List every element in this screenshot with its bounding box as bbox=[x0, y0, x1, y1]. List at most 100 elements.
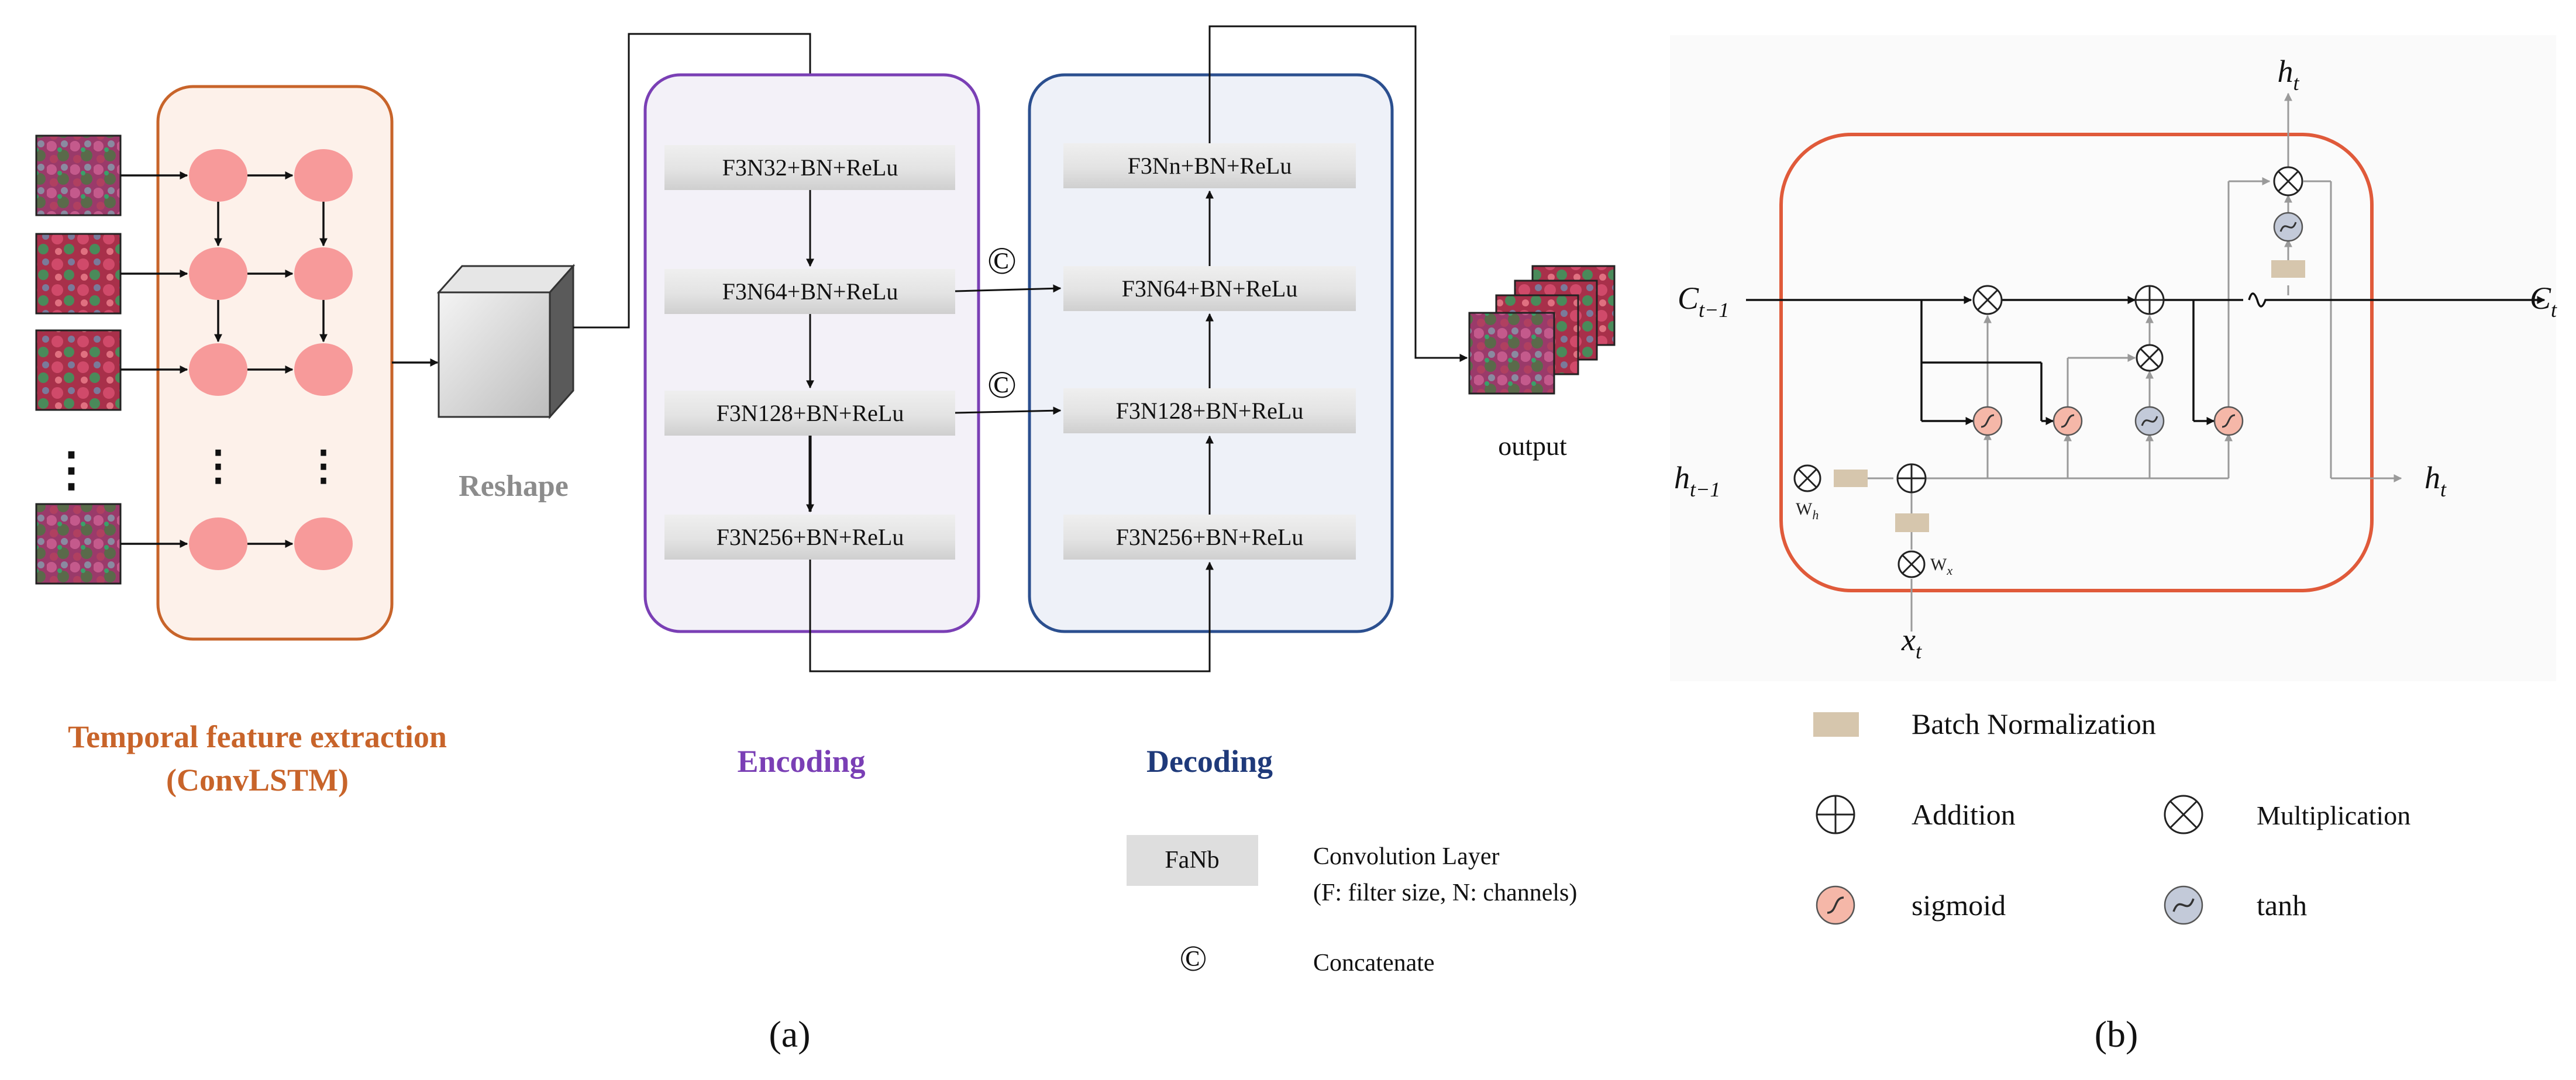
temporal-title-line2: (ConvLSTM) bbox=[166, 762, 349, 798]
panel-a: ⋮ ⋮ ⋮ bbox=[35, 25, 1616, 1055]
encoder-panel bbox=[643, 73, 980, 633]
c-in-label: Ct−1 bbox=[1678, 281, 1729, 322]
cell-add-icon bbox=[2134, 285, 2165, 315]
convlstm-node bbox=[294, 149, 353, 202]
convlstm-node bbox=[294, 247, 353, 300]
skip-connection-128 bbox=[955, 406, 1062, 415]
cell-operators bbox=[1793, 166, 2303, 578]
legend-add-icon bbox=[1816, 795, 1855, 834]
forget-sigmoid-icon bbox=[1972, 406, 2003, 436]
legend-concat-symbol: © bbox=[1179, 939, 1207, 979]
encoder-block-4 bbox=[664, 515, 955, 560]
bn-block-h bbox=[1834, 470, 1868, 487]
convlstm-node bbox=[189, 247, 247, 300]
concat-symbol-2: © bbox=[987, 364, 1017, 406]
decoder-block-4-label: F3N256+BN+ReLu bbox=[1116, 524, 1304, 550]
cell-gates bbox=[1972, 212, 2303, 436]
decoder-to-output-arrow bbox=[1208, 25, 1468, 362]
encoder-block-2-label: F3N64+BN+ReLu bbox=[722, 278, 898, 305]
convlstm-nodes: ⋮ ⋮ bbox=[189, 149, 353, 570]
cell-black-lines bbox=[1746, 294, 2544, 425]
input-image-2 bbox=[35, 233, 122, 315]
temporal-title-line1: Temporal feature extraction bbox=[68, 719, 447, 754]
decoder-block-2-label: F3N64+BN+ReLu bbox=[1122, 275, 1298, 302]
encoder-blocks: F3N32+BN+ReLu F3N64+BN+ReLu F3N128+BN+Re… bbox=[664, 145, 955, 560]
encoder-block-1-label: F3N32+BN+ReLu bbox=[722, 154, 898, 181]
skip-connection-64 bbox=[955, 284, 1062, 293]
decoder-blocks: F3Nn+BN+ReLu F3N64+BN+ReLu F3N128+BN+ReL… bbox=[1063, 143, 1356, 560]
decoder-block-1-label: F3Nn+BN+ReLu bbox=[1128, 153, 1292, 179]
legend-sigmoid-icon bbox=[1816, 885, 1855, 925]
c-out-label: Ct bbox=[2530, 281, 2557, 322]
decoder-block-2 bbox=[1063, 266, 1356, 311]
legend-mul-text: Multiplication bbox=[2257, 800, 2410, 830]
h-top-label: ht bbox=[2277, 54, 2299, 95]
convlstm-arrows bbox=[214, 171, 328, 548]
legend-bn-text: Batch Normalization bbox=[1912, 708, 2156, 740]
candidate-tanh-icon bbox=[2134, 406, 2165, 436]
h-in-label: ht−1 bbox=[1674, 460, 1720, 501]
input-multiply-icon bbox=[2136, 344, 2164, 372]
convlstm-node bbox=[294, 517, 353, 570]
input-image-3 bbox=[35, 329, 122, 411]
legend-block-swatch bbox=[1127, 835, 1258, 886]
bn-block-out bbox=[2271, 260, 2305, 278]
wx-label: Wx bbox=[1930, 555, 1952, 578]
legend-add-text: Addition bbox=[1912, 798, 2016, 831]
decoding-label: Decoding bbox=[1146, 744, 1273, 779]
convlstm-ellipsis-right: ⋮ bbox=[303, 444, 344, 489]
wx-multiply-icon bbox=[1897, 550, 1926, 578]
caption-a: (a) bbox=[769, 1013, 810, 1055]
decoder-block-4 bbox=[1063, 515, 1356, 560]
decoder-block-3 bbox=[1063, 388, 1356, 433]
encoder-block-3 bbox=[664, 391, 955, 436]
legend-concat-text: Concatenate bbox=[1313, 950, 1435, 977]
input-image-n bbox=[35, 503, 122, 585]
cell-bn-blocks bbox=[1834, 260, 2305, 532]
legend-conv-line2: (F: filter size, N: channels) bbox=[1313, 879, 1577, 906]
convlstm-node bbox=[189, 343, 247, 396]
reshape-to-encoder-arrow bbox=[573, 33, 814, 329]
lstm-cell-box bbox=[1779, 133, 2374, 592]
legend-block-label: FaNb bbox=[1165, 847, 1219, 874]
decoder-block-1 bbox=[1063, 143, 1356, 188]
convlstm-node bbox=[294, 343, 353, 396]
legend-tanh-text: tanh bbox=[2257, 889, 2307, 922]
concat-symbols: © © bbox=[987, 240, 1017, 406]
input-sigmoid-icon bbox=[2052, 406, 2083, 436]
input-ellipsis: ⋮ bbox=[48, 444, 95, 496]
bn-block-x bbox=[1895, 513, 1929, 532]
skip-connections bbox=[955, 284, 1062, 415]
forget-multiply-icon bbox=[1972, 285, 2003, 315]
legend-tanh-icon bbox=[2164, 885, 2203, 925]
legend-b: Batch Normalization Addition Multiplicat… bbox=[1813, 708, 2410, 925]
legend-sigmoid-text: sigmoid bbox=[1912, 889, 2006, 922]
output-tanh-icon bbox=[2273, 212, 2303, 242]
legend-conv-line1: Convolution Layer bbox=[1313, 843, 1499, 870]
x-in-label: xt bbox=[1901, 622, 1922, 663]
encoder-block-4-label: F3N256+BN+ReLu bbox=[717, 524, 904, 550]
wh-label: Wh bbox=[1796, 499, 1819, 522]
reshape-cube bbox=[436, 264, 576, 419]
wh-multiply-icon bbox=[1793, 464, 1821, 492]
caption-b: (b) bbox=[2095, 1013, 2138, 1055]
legend-mul-icon bbox=[2164, 795, 2203, 834]
h-out-label: ht bbox=[2425, 460, 2447, 501]
legend-bn-swatch bbox=[1813, 712, 1859, 737]
legend-a: FaNb Convolution Layer (F: filter size, … bbox=[1127, 835, 1577, 979]
encoder-block-2 bbox=[664, 269, 955, 314]
convlstm-node bbox=[189, 149, 247, 202]
decoder-panel bbox=[1028, 73, 1394, 633]
output-multiply-icon bbox=[2273, 166, 2303, 196]
convlstm-ellipsis-left: ⋮ bbox=[198, 444, 239, 489]
concat-symbol-1: © bbox=[987, 240, 1017, 282]
encoding-label: Encoding bbox=[737, 744, 865, 779]
input-image-1 bbox=[35, 134, 122, 216]
encoder-block-1 bbox=[664, 145, 955, 190]
output-image-stack bbox=[1468, 265, 1616, 395]
bottleneck-arrow bbox=[809, 560, 1214, 672]
convlstm-node bbox=[189, 517, 247, 570]
output-sigmoid-icon bbox=[2213, 406, 2244, 436]
input-image-stack: ⋮ bbox=[35, 134, 122, 585]
